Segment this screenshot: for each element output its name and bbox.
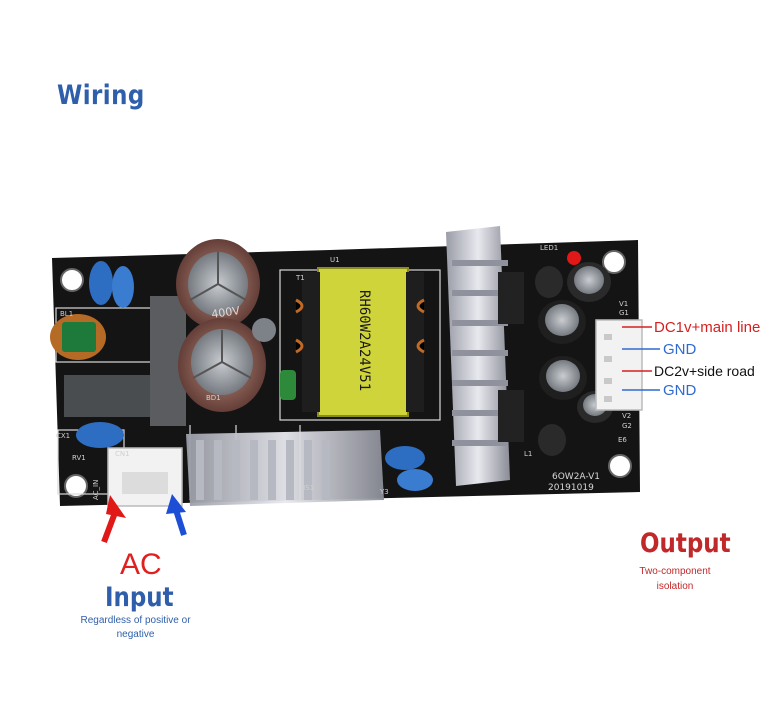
silk-hs1: HS1 [300,484,314,492]
output-note-line2: isolation [656,581,694,592]
output-label: Output [640,528,731,559]
output-connector [595,319,643,411]
silk-y3: Y3 [379,488,389,496]
output-note-line1: Two-component [639,566,711,577]
silk-rv1: RV1 [72,454,86,462]
capacitor-voltage-mark: 400V [211,304,242,321]
silk-v2: V2 [622,412,631,420]
gnd2-label: GND [663,382,697,399]
silk-ac-in: AC_IN [92,480,100,500]
silk-cn1: CN1 [115,450,130,458]
silk-e6: E6 [618,436,627,444]
output-note: Two-component isolation [630,564,720,594]
silk-v1: V1 [619,300,628,308]
input-label: Input [105,582,174,613]
transformer-label: RH60W2A24V51 [356,290,372,391]
ac-label: AC [120,548,162,581]
mounting-hole [60,268,84,292]
dc1-label: DC1v+main line [654,319,760,336]
silk-t1: T1 [295,274,305,282]
input-note: Regardless of positive or negative [78,614,193,642]
blue-arrow-icon [166,494,187,536]
mounting-hole [64,474,88,498]
silk-g1: G1 [619,309,629,317]
silk-l1: L1 [524,450,532,458]
input-note-line2: negative [116,629,155,640]
red-arrow-icon [101,495,126,544]
silk-bd1: BD1 [206,394,221,402]
input-note-line1: Regardless of positive or [80,615,191,626]
silk-u1: U1 [330,256,340,264]
mounting-hole [602,250,626,274]
dc2-label: DC2v+side road [654,363,755,379]
mounting-hole [608,454,632,478]
silk-cx1: CX1 [56,432,70,440]
silk-bl1: BL1 [60,310,73,318]
silk-led1: LED1 [540,244,558,252]
gnd1-label: GND [663,341,697,358]
silk-g2: G2 [622,422,632,430]
board-model: 6OW2A-V1 [552,472,600,482]
board-date: 20191019 [548,483,594,493]
page-title: Wiring [57,80,145,111]
